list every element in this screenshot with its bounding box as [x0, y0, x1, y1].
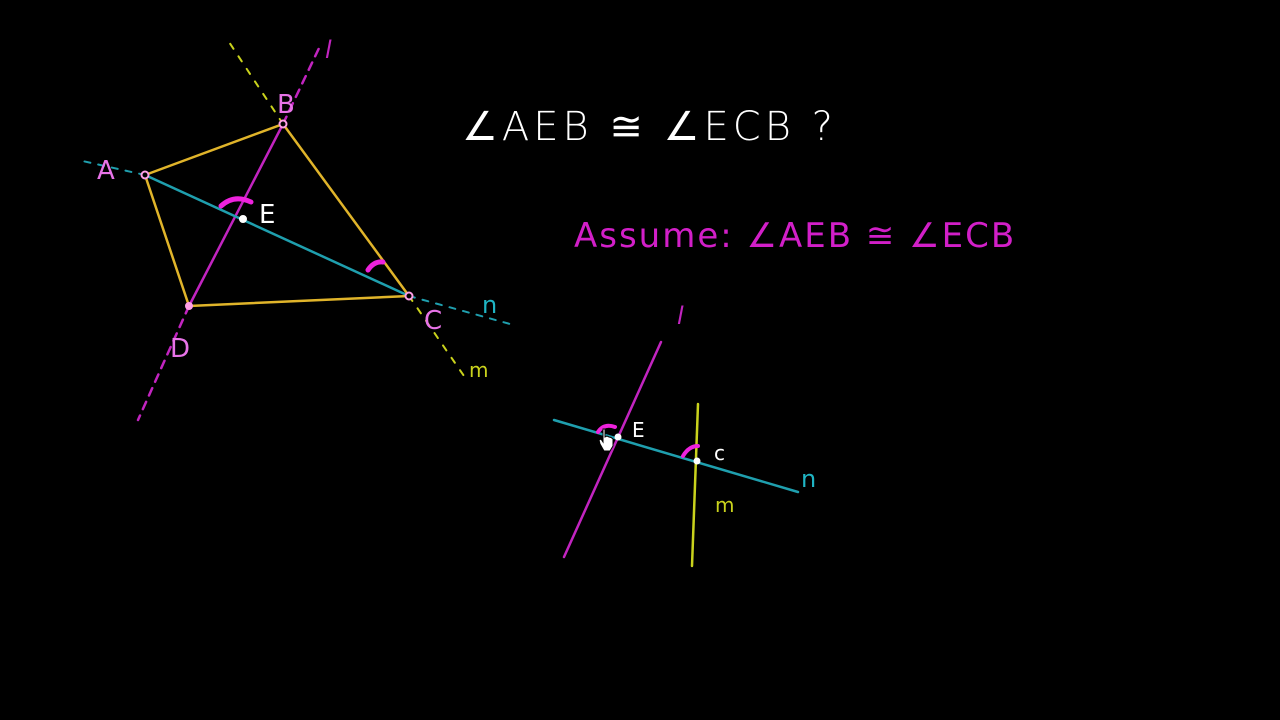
label-line-m: m [469, 358, 488, 382]
angle-mark-aeb [218, 196, 254, 209]
point-e [239, 215, 247, 223]
assume-statement: Assume: ∠AEB ≅ ∠ECB [574, 216, 1016, 256]
diagonal-ac-line-n [143, 173, 411, 298]
fig2-label-c: c [714, 441, 725, 465]
angle-mark-ecb [365, 259, 386, 273]
fig2-line-n [552, 418, 800, 494]
line-m-dashed-top [228, 41, 284, 125]
label-a: A [97, 156, 115, 186]
fig2-line-l [562, 340, 663, 559]
fig2-angle-mark-c [681, 444, 700, 458]
line-n-dashed-left [77, 159, 146, 176]
label-d: D [170, 334, 190, 364]
line-n-dashed-right [408, 295, 511, 325]
fig2-label-e: E [632, 418, 645, 442]
hand-cursor-icon [598, 428, 614, 452]
question-heading: ∠AEB ≅ ∠ECB ? [462, 104, 837, 150]
fig2-point-c [693, 457, 701, 465]
label-c: C [424, 306, 442, 336]
point-a [140, 170, 150, 180]
line-l-dashed-bottom [136, 304, 191, 422]
label-line-l: l [325, 36, 332, 64]
fig2-label-l: l [677, 302, 684, 330]
point-c [404, 291, 414, 301]
label-line-n: n [482, 291, 497, 319]
fig2-angle-mark-e [596, 423, 617, 434]
diagonal-bd-line-l [187, 122, 285, 308]
label-b: B [277, 90, 295, 120]
fig2-label-m: m [715, 493, 734, 517]
edge-bc [281, 122, 411, 298]
point-b [278, 119, 288, 129]
fig2-label-n: n [801, 465, 816, 493]
figure-2-transversal: E c l n m [552, 302, 816, 568]
edge-ab [143, 122, 285, 177]
fig2-line-m [690, 402, 700, 568]
edge-da [143, 173, 191, 308]
edge-cd [187, 294, 411, 308]
label-e: E [259, 200, 275, 230]
point-d [185, 302, 193, 310]
figure-1-quadrilateral: A B C D E l n m [77, 36, 511, 422]
fig2-point-e [614, 433, 622, 441]
line-l-dashed-top [281, 44, 322, 126]
line-m-dashed-bottom [408, 295, 465, 377]
